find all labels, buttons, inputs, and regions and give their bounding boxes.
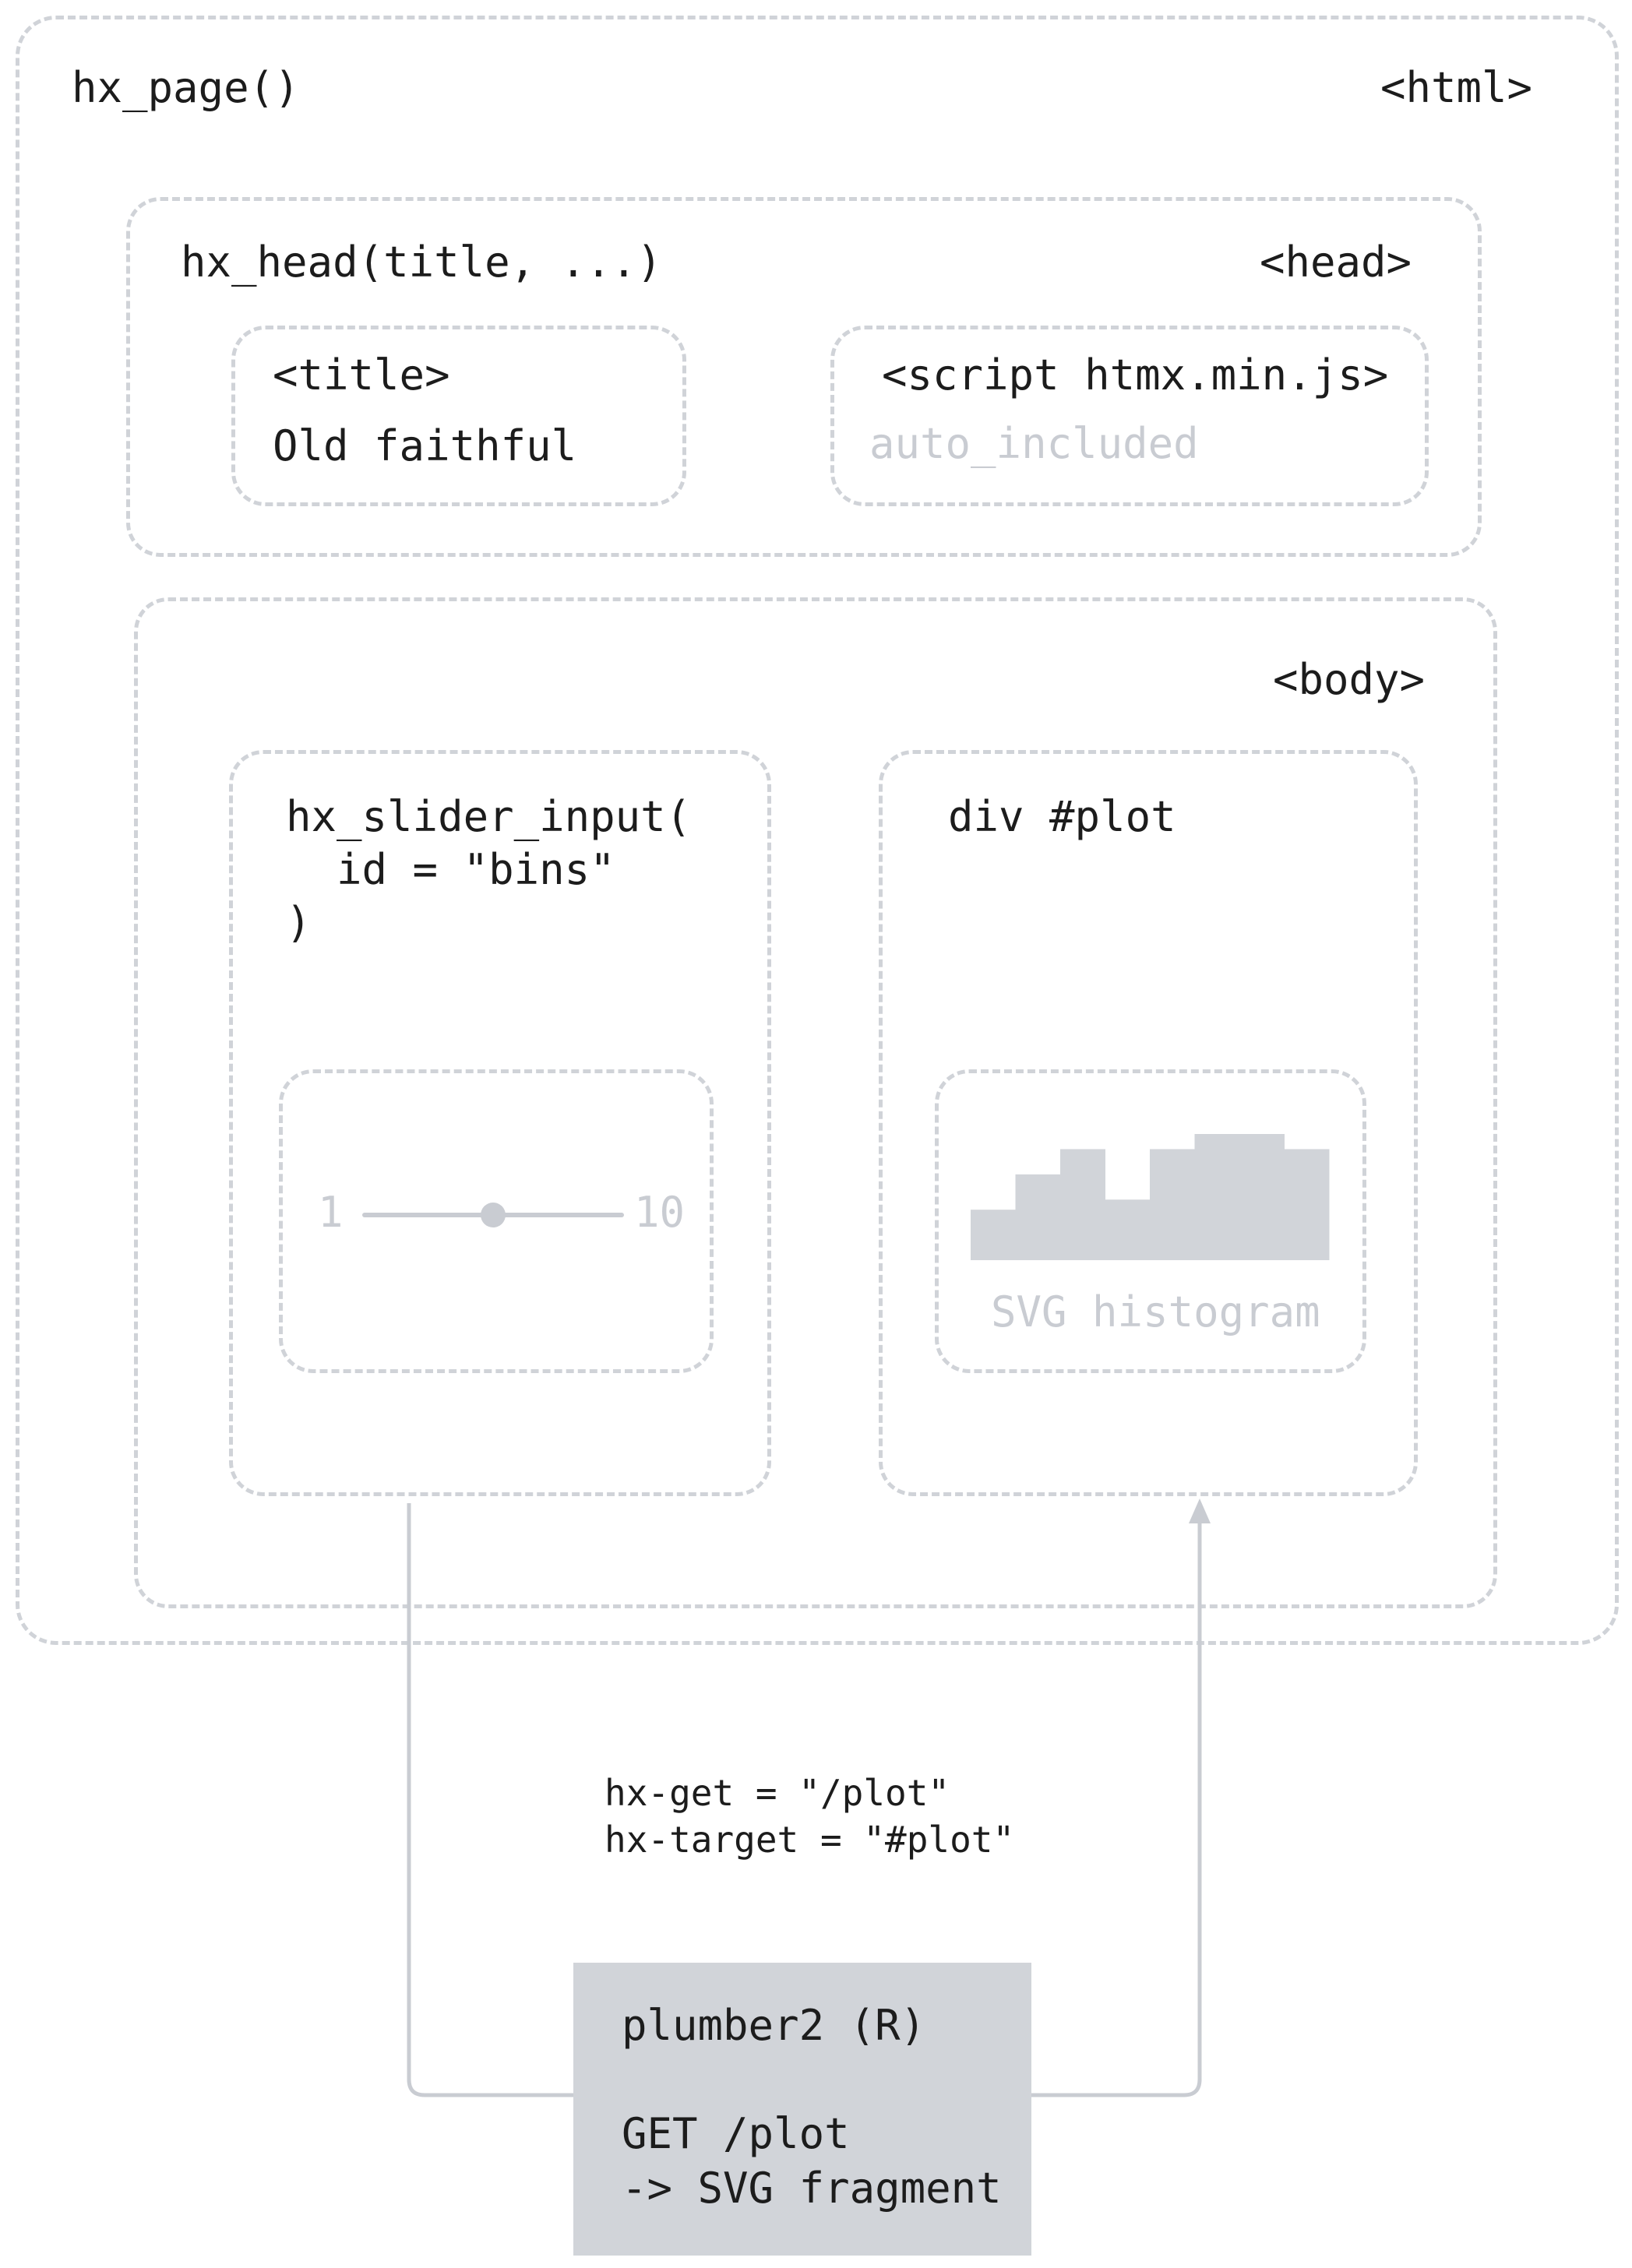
histogram-bar	[1060, 1149, 1105, 1260]
hx-target-attribute: hx-target = "#plot"	[605, 1819, 1015, 1861]
histogram-bar	[1239, 1134, 1285, 1260]
slider-widget-box	[279, 1069, 714, 1373]
html-container	[16, 16, 1619, 1645]
histogram-caption: SVG histogram	[991, 1287, 1320, 1336]
title-element-box	[231, 326, 686, 506]
histogram-bar	[1015, 1174, 1061, 1260]
plumber-server-box	[573, 1963, 1031, 2256]
auto-included-note: auto_included	[869, 419, 1199, 468]
hx-head-label: hx_head(title, ...)	[181, 238, 662, 287]
html-tag-label: <html>	[1380, 63, 1533, 112]
histogram-bar	[1194, 1134, 1240, 1260]
plot-div-label: div #plot	[948, 792, 1176, 841]
response-arrowhead	[1189, 1498, 1211, 1523]
server-response: -> SVG fragment	[622, 2164, 1002, 2213]
histogram-bar	[971, 1210, 1016, 1260]
head-tag-label: <head>	[1260, 238, 1412, 287]
slider-code-line3: )	[286, 898, 312, 947]
server-title: plumber2 (R)	[622, 2001, 926, 2050]
response-connector	[1031, 1517, 1202, 2097]
slider-code-line2: id = "bins"	[286, 845, 615, 894]
svg-histogram-box	[935, 1069, 1366, 1373]
histogram-bar	[1284, 1149, 1330, 1260]
head-container	[126, 197, 1482, 557]
request-connector	[407, 1503, 573, 2097]
body-container	[134, 597, 1497, 1608]
histogram-bar	[1105, 1199, 1151, 1260]
slider-code-line1: hx_slider_input(	[286, 792, 692, 841]
slider-max-label: 10	[634, 1188, 686, 1237]
slider-thumb[interactable]	[481, 1203, 506, 1227]
histogram-bar	[1150, 1149, 1195, 1260]
plot-div-box	[879, 750, 1418, 1496]
slider-min-label: 1	[318, 1188, 344, 1237]
script-tag-label: <script htmx.min.js>	[882, 350, 1389, 400]
server-endpoint: GET /plot	[622, 2109, 850, 2158]
slider-input-box	[229, 750, 771, 1496]
title-tag-label: <title>	[273, 350, 450, 400]
title-value: Old faithful	[273, 421, 577, 470]
script-element-box	[830, 326, 1429, 506]
hx-get-attribute: hx-get = "/plot"	[605, 1772, 950, 1814]
hx-page-label: hx_page()	[72, 63, 300, 112]
body-tag-label: <body>	[1273, 655, 1426, 704]
